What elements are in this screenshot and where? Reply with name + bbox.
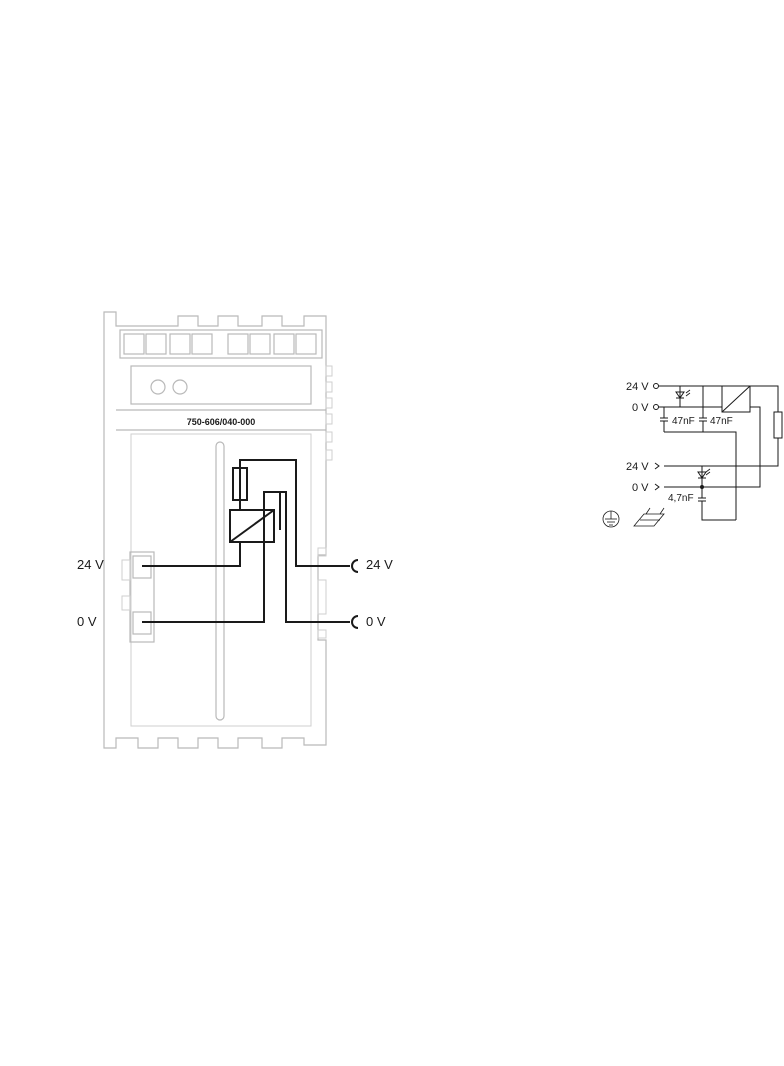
dc-dc-converter-symbol [229, 509, 275, 543]
part-number: 750-606/040-000 [187, 417, 256, 427]
output-24v-connector-icon [351, 559, 359, 573]
schematic-label-bottom-24v: 24 V [626, 461, 649, 473]
schematic-label-cap1: 47nF [672, 416, 695, 427]
module-wiring [142, 459, 359, 629]
side-tabs [325, 365, 333, 461]
status-led-1 [150, 379, 166, 395]
right-label-0v: 0 V [366, 614, 386, 629]
schematic-label-bottom-0v: 0 V [632, 482, 649, 494]
fuse-symbol [232, 467, 248, 501]
schematic-label-top-0v: 0 V [632, 402, 649, 414]
schematic-label-cap2: 47nF [710, 416, 733, 427]
module-housing [103, 311, 333, 749]
led-window [130, 365, 312, 405]
output-0v-connector-icon [351, 615, 359, 629]
right-label-24v: 24 V [366, 557, 393, 572]
schematic-label-cap3: 4,7nF [668, 493, 694, 504]
left-label-0v: 0 V [77, 614, 97, 629]
top-bus-contacts [123, 333, 317, 355]
circuit-schematic [602, 383, 783, 528]
left-label-24v: 24 V [77, 557, 104, 572]
schematic-label-top-24v: 24 V [626, 381, 649, 393]
status-led-2 [172, 379, 188, 395]
din-rail-icon [633, 507, 665, 527]
protective-earth-icon [602, 510, 620, 528]
